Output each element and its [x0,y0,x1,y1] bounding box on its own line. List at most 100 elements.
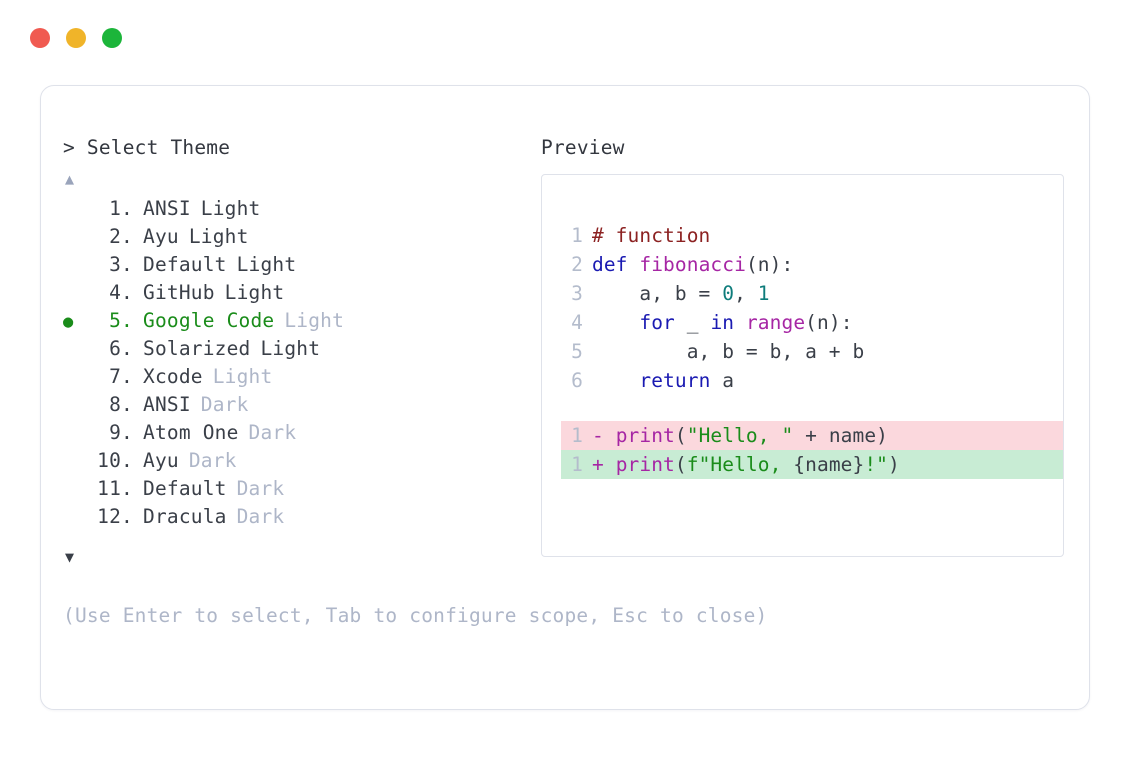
theme-list-item[interactable]: 4. GitHub Light [63,279,533,307]
theme-variant: Light [284,309,345,332]
code-line: 5 a, b = b, a + b [561,337,1063,366]
code-text: a, b = b, a + b [592,337,865,366]
line-number: 2 [571,253,583,276]
theme-variant: Dark [248,421,297,444]
code-token: - [592,424,616,447]
minimize-window-button[interactable] [66,28,86,48]
selected-bullet-icon [63,504,87,532]
code-text: for _ in range(n): [592,308,853,337]
theme-name: Ayu [143,225,179,248]
line-number: 4 [571,311,583,334]
theme-index: 6. [109,337,133,360]
code-token: # function [592,224,711,247]
theme-name: Xcode [143,365,203,388]
prompt-heading: > Select Theme [63,135,533,161]
code-token: 1 [757,282,770,305]
theme-name: Solarized [143,337,251,360]
code-token: ( [674,453,687,476]
code-line: 4 for _ in range(n): [561,308,1063,337]
code-spacer [561,395,1063,421]
theme-index: 11. [97,477,133,500]
diff-line: 1+ print(f"Hello, {name}!") [561,450,1063,479]
selected-bullet-icon [63,224,87,252]
code-token: a, b = b, a + b [592,340,865,363]
selected-bullet-icon [63,252,87,280]
close-window-button[interactable] [30,28,50,48]
code-token [734,311,746,334]
theme-variant: Dark [188,449,237,472]
theme-name: ANSI [143,393,191,416]
theme-index: 3. [109,253,133,276]
theme-name: Default [143,253,227,276]
theme-index: 10. [97,449,133,472]
code-token [592,311,639,334]
code-line: 6 return a [561,366,1063,395]
code-token: !" [864,453,889,476]
code-token: + [592,453,616,476]
theme-variant: Light [188,225,249,248]
scroll-down-icon[interactable]: ▼ [65,548,75,566]
code-token: in [710,311,735,334]
theme-name: Dracula [143,505,227,528]
code-line: 3 a, b = 0, 1 [561,279,1063,308]
selected-bullet-icon [63,476,87,504]
theme-index: 8. [109,393,133,416]
selected-bullet-icon [63,364,87,392]
maximize-window-button[interactable] [102,28,122,48]
code-token: {name} [793,453,865,476]
selected-bullet-icon [63,280,87,308]
code-token: ) [888,453,900,476]
theme-variant: Dark [236,477,285,500]
theme-name: Google Code [143,309,275,332]
theme-name: GitHub [143,281,215,304]
selected-bullet-icon [63,196,87,224]
line-number: 1 [571,453,583,476]
code-token: ( [674,424,687,447]
code-token: (n): [745,253,794,276]
theme-list-item[interactable]: 10. Ayu Dark [63,447,533,475]
theme-list-item[interactable]: 8. ANSI Dark [63,391,533,419]
theme-variant: Dark [200,393,249,416]
theme-index: 1. [109,197,133,220]
code-token: range [745,311,806,334]
code-token: _ [674,311,711,334]
code-token [592,369,639,392]
line-number: 5 [571,340,583,363]
line-number: 1 [571,424,583,447]
theme-name: ANSI [143,197,191,220]
code-token: a, b = [592,282,723,305]
selected-bullet-icon [63,336,87,364]
scroll-up-icon[interactable]: ▲ [65,170,75,188]
code-text: a, b = 0, 1 [592,279,770,308]
code-token: fibonacci [639,253,746,276]
theme-name: Ayu [143,449,179,472]
theme-variant: Light [224,281,285,304]
code-token: a [710,369,735,392]
diff-block: 1- print("Hello, " + name)1+ print(f"Hel… [561,421,1063,479]
line-number: 6 [571,369,583,392]
code-text: return a [592,366,734,395]
theme-index: 12. [97,505,133,528]
code-line: 1# function [561,221,1063,250]
theme-index: 4. [109,281,133,304]
code-token: return [639,369,711,392]
preview-heading: Preview [541,136,625,159]
code-token: 0 [722,282,735,305]
theme-index: 9. [109,421,133,444]
